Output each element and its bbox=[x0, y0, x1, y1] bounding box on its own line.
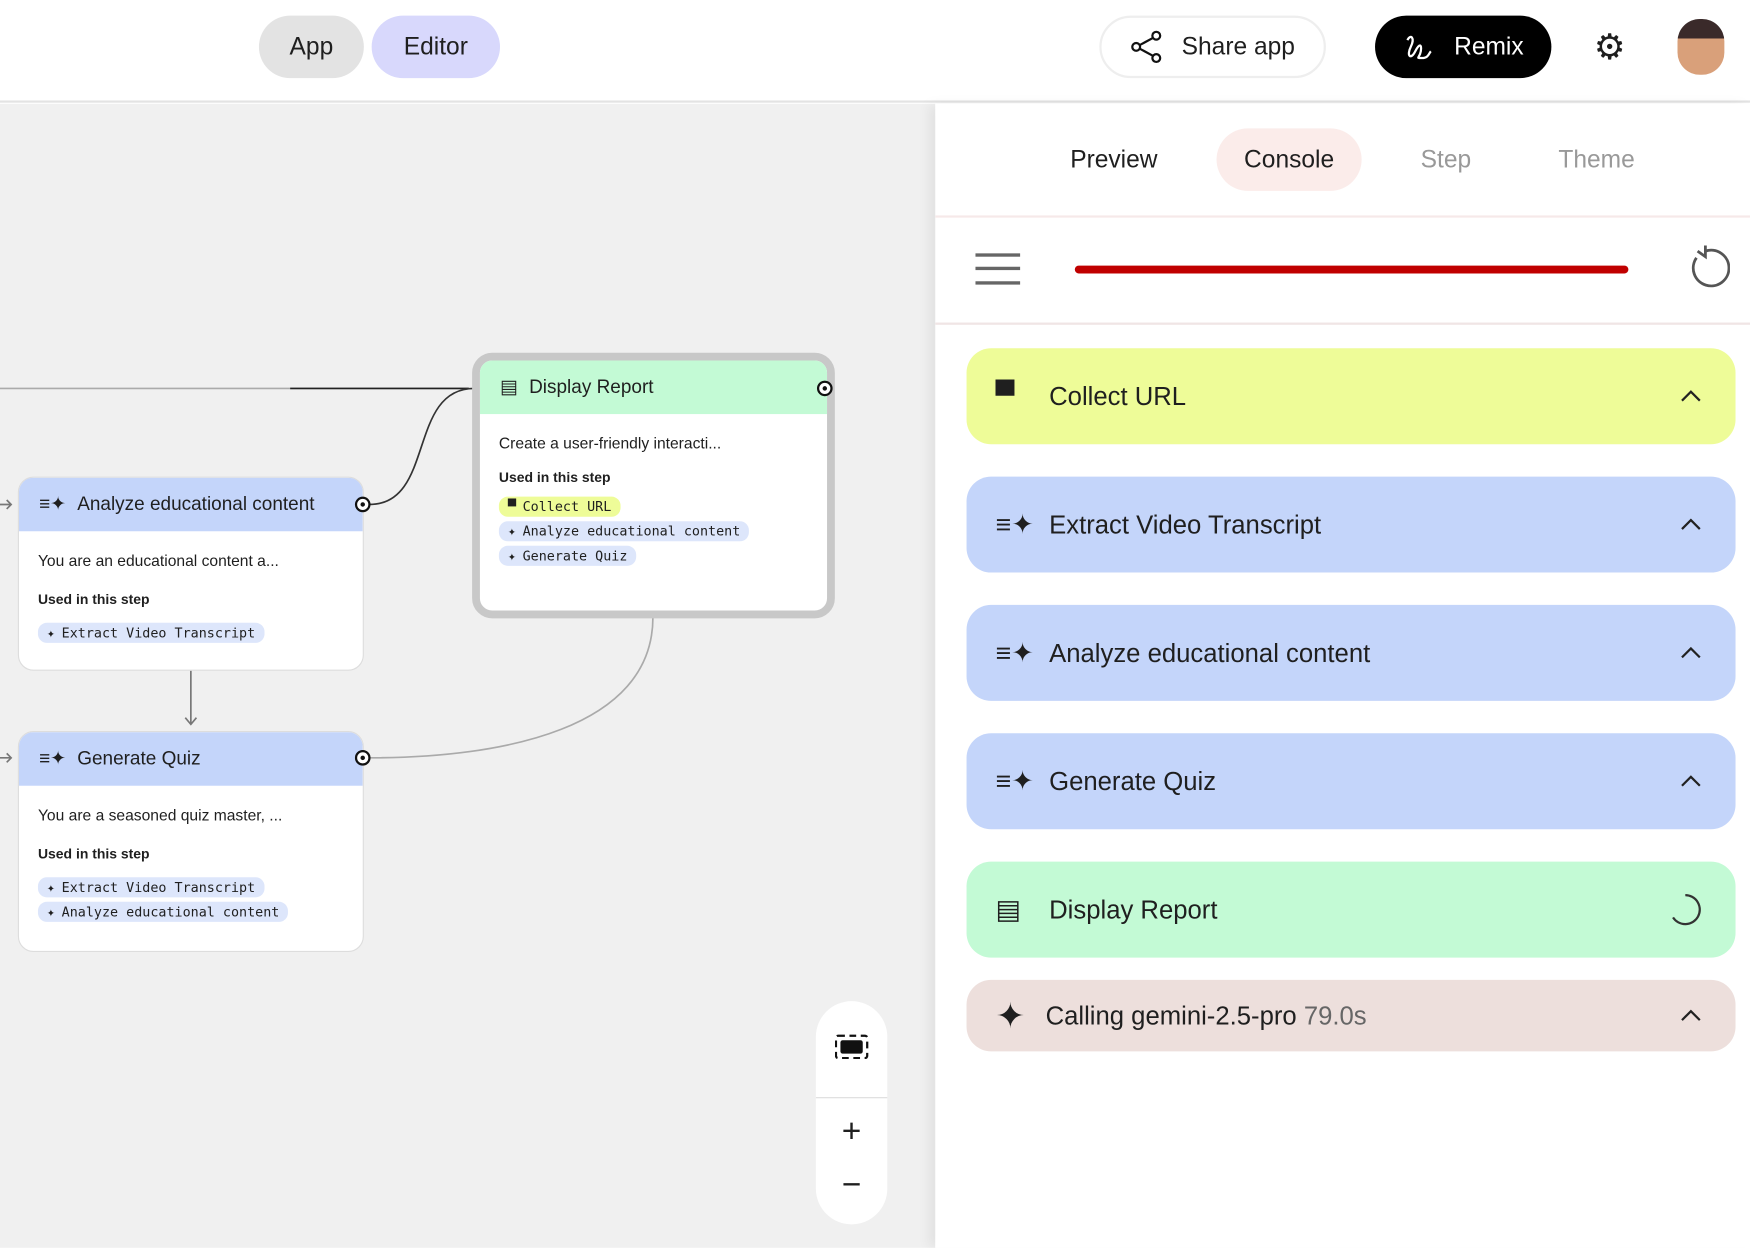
sparkle-icon: ✦ bbox=[507, 548, 516, 564]
calling-label: Calling gemini-2.5-pro bbox=[1045, 1000, 1297, 1030]
node-title: Display Report bbox=[529, 376, 654, 398]
output-port[interactable] bbox=[354, 750, 371, 766]
editor-canvas[interactable]: ≡✦ Analyze educational content You are an… bbox=[0, 103, 936, 1248]
sparkle-icon: ✦ bbox=[46, 625, 55, 641]
step-title: Display Report bbox=[1049, 894, 1218, 924]
sparkle-icon: ✦ bbox=[46, 904, 55, 920]
node-description: You are a seasoned quiz master, ... bbox=[37, 805, 283, 824]
progress-bar bbox=[1074, 265, 1629, 274]
generate-icon: ≡✦ bbox=[995, 766, 1034, 797]
input-icon: ▀ bbox=[507, 498, 516, 515]
step-title: Collect URL bbox=[1049, 381, 1187, 411]
share-label: Share app bbox=[1181, 32, 1295, 61]
step-card[interactable]: ▀ Collect URL bbox=[966, 348, 1736, 445]
chevron-up-icon[interactable] bbox=[1680, 775, 1702, 788]
zoom-controls: + − bbox=[815, 1001, 888, 1225]
chip[interactable]: ✦Extract Video Transcript bbox=[37, 622, 265, 643]
chip[interactable]: ▀Collect URL bbox=[498, 496, 621, 517]
input-icon: ▀ bbox=[995, 380, 1015, 411]
app-toggle[interactable]: App bbox=[258, 15, 364, 79]
remix-label: Remix bbox=[1454, 32, 1524, 61]
chevron-up-icon[interactable] bbox=[1680, 646, 1702, 659]
node-generate-quiz[interactable]: ≡✦ Generate Quiz You are a seasoned quiz … bbox=[17, 731, 364, 953]
used-label: Used in this step bbox=[498, 469, 611, 486]
side-panel: Preview Console Step Theme ▀ Collect URL ≡… bbox=[935, 103, 1750, 1248]
remix-icon bbox=[1406, 35, 1432, 60]
step-title: Analyze educational content bbox=[1049, 637, 1371, 667]
chevron-up-icon[interactable] bbox=[1680, 518, 1702, 531]
tab-step[interactable]: Step bbox=[1420, 145, 1472, 173]
tab-preview[interactable]: Preview bbox=[1070, 145, 1158, 173]
top-bar: App Editor Share app Remix ⚙ bbox=[0, 0, 1750, 103]
remix-button[interactable]: Remix bbox=[1375, 15, 1552, 79]
chip[interactable]: ✦Generate Quiz bbox=[498, 545, 637, 566]
generate-icon: ≡✦ bbox=[39, 747, 67, 769]
zoom-out-icon[interactable]: − bbox=[841, 1166, 862, 1204]
step-card[interactable]: ≡✦ Extract Video Transcript bbox=[966, 476, 1736, 573]
node-title: Generate Quiz bbox=[77, 747, 201, 769]
display-icon: ▤ bbox=[995, 894, 1021, 925]
elapsed-time: 79.0s bbox=[1303, 1000, 1367, 1030]
step-card[interactable]: ▤ Display Report bbox=[966, 861, 1736, 958]
generate-icon: ≡✦ bbox=[995, 509, 1034, 540]
node-display-report[interactable]: ▤ Display Report Create a user-friendly i… bbox=[472, 352, 835, 619]
sparkle-icon: ✦ bbox=[507, 523, 516, 540]
generate-icon: ≡✦ bbox=[39, 493, 67, 515]
settings-icon[interactable]: ⚙ bbox=[1593, 26, 1626, 67]
node-description: Create a user-friendly interacti... bbox=[498, 434, 722, 453]
node-description: You are an educational content a... bbox=[37, 551, 279, 570]
fit-view-icon[interactable] bbox=[834, 1034, 869, 1060]
generate-icon: ≡✦ bbox=[995, 637, 1034, 668]
chip[interactable]: ✦Analyze educational content bbox=[498, 521, 750, 542]
reset-icon[interactable] bbox=[1681, 244, 1730, 293]
chevron-up-icon[interactable] bbox=[1680, 1009, 1702, 1022]
node-analyze-educational-content[interactable]: ≡✦ Analyze educational content You are an… bbox=[17, 476, 364, 671]
zoom-in-icon[interactable]: + bbox=[841, 1112, 862, 1150]
step-title: Generate Quiz bbox=[1049, 766, 1217, 796]
sparkle-icon: ✦ bbox=[46, 879, 55, 896]
tab-console[interactable]: Console bbox=[1216, 128, 1362, 191]
sparkle-icon: ✦ bbox=[995, 995, 1026, 1036]
connections bbox=[0, 387, 654, 763]
used-label: Used in this step bbox=[37, 846, 150, 862]
share-app-button[interactable]: Share app bbox=[1099, 15, 1326, 79]
share-icon bbox=[1130, 30, 1162, 64]
chevron-up-icon[interactable] bbox=[1680, 390, 1702, 403]
step-card[interactable]: ≡✦ Generate Quiz bbox=[966, 733, 1736, 830]
output-port[interactable] bbox=[354, 496, 371, 513]
output-port[interactable] bbox=[816, 380, 833, 397]
step-title: Extract Video Transcript bbox=[1049, 509, 1322, 539]
model-call-status[interactable]: ✦ Calling gemini-2.5-pro 79.0s bbox=[966, 979, 1736, 1052]
loading-spinner-icon bbox=[1672, 893, 1701, 926]
display-icon: ▤ bbox=[500, 376, 518, 398]
editor-toggle[interactable]: Editor bbox=[371, 15, 501, 79]
used-label: Used in this step bbox=[37, 591, 150, 608]
chip[interactable]: ✦Extract Video Transcript bbox=[37, 877, 265, 898]
chip[interactable]: ✦Analyze educational content bbox=[37, 901, 289, 922]
tab-theme[interactable]: Theme bbox=[1558, 145, 1635, 173]
progress-fill bbox=[1074, 265, 1629, 274]
node-title: Analyze educational content bbox=[77, 493, 315, 515]
menu-icon[interactable] bbox=[975, 253, 1021, 285]
step-card[interactable]: ≡✦ Analyze educational content bbox=[966, 604, 1736, 701]
avatar[interactable] bbox=[1677, 18, 1725, 75]
